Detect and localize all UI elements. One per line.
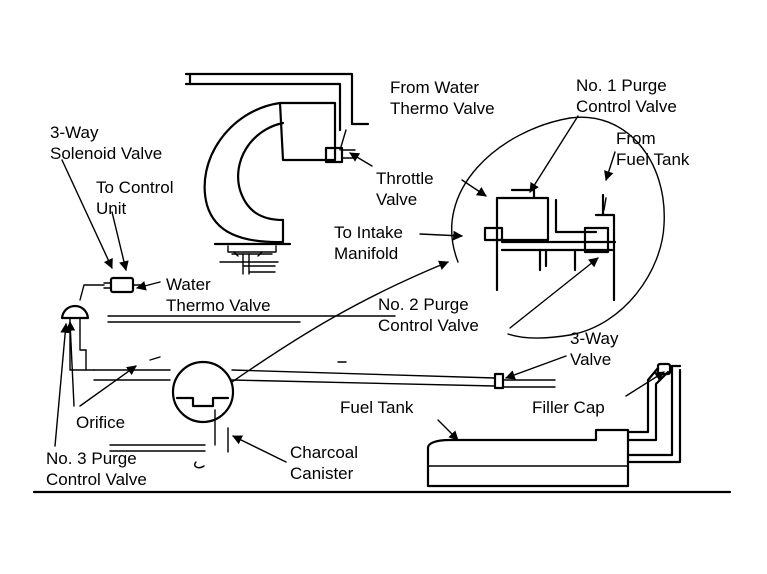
label-line: No. 2 Purge	[378, 295, 469, 314]
label-line: No. 3 Purge	[46, 449, 137, 468]
label-line: Solenoid Valve	[50, 144, 163, 163]
arrow-orifice-a	[65, 321, 76, 407]
label-no2-purge-control-valve: No. 2 Purge Control Valve	[378, 294, 479, 336]
label-line: Fuel Tank	[616, 150, 690, 169]
purge-valve-cluster	[451, 116, 665, 339]
label-line: Valve	[376, 190, 418, 209]
solenoid-valve	[79, 276, 141, 301]
label-line: Thermo Valve	[166, 296, 271, 315]
label-filler-cap: Filler Cap	[532, 397, 605, 418]
charcoal-canister	[171, 360, 235, 424]
label-line: Throttle	[376, 169, 434, 188]
arrow-no1-purge	[529, 115, 579, 193]
label-line: To Intake	[334, 223, 403, 242]
label-line: Valve	[570, 350, 612, 369]
no3-purge-control-valve	[60, 304, 95, 371]
purge-hose	[231, 260, 449, 383]
arrow-from-water-thermo	[461, 179, 487, 197]
label-line: From Water	[390, 78, 480, 97]
arrow-water-thermo-valve	[136, 281, 161, 291]
label-line: Control Valve	[576, 97, 677, 116]
label-to-intake-manifold: To Intake Manifold	[334, 222, 403, 264]
label-charcoal-canister: Charcoal Canister	[290, 442, 358, 484]
arrow-from-fuel-tank	[604, 151, 616, 181]
arrow-three-way-valve	[505, 355, 567, 380]
label-line: No. 1 Purge	[576, 76, 667, 95]
label-from-water-thermo-valve: From Water Thermo Valve	[390, 77, 495, 119]
arrow-throttle-valve	[349, 152, 373, 167]
arrow-solenoid-valve	[61, 159, 113, 269]
label-line: To Control	[96, 178, 174, 197]
label-throttle-valve: Throttle Valve	[376, 168, 434, 210]
label-solenoid-valve: 3-Way Solenoid Valve	[50, 122, 162, 164]
label-line: Manifold	[334, 244, 399, 263]
label-line: Canister	[290, 464, 354, 483]
label-line: Thermo Valve	[390, 99, 495, 118]
label-line: Filler Cap	[532, 398, 605, 417]
label-line: Unit	[96, 199, 127, 218]
hose-lines	[93, 315, 556, 469]
label-line: Orifice	[76, 413, 126, 432]
label-water-thermo-valve: Water Thermo Valve	[166, 274, 271, 316]
arrow-to-control-unit	[111, 211, 129, 271]
label-line: Charcoal	[290, 443, 359, 462]
arrow-filler-cap	[625, 371, 665, 397]
arrow-charcoal-canister	[232, 435, 287, 463]
arrow-fuel-tank	[437, 419, 459, 441]
label-line: Control Valve	[378, 316, 479, 335]
label-from-fuel-tank: From Fuel Tank	[616, 128, 689, 170]
label-three-way-valve: 3-Way Valve	[570, 328, 619, 370]
label-line: 3-Way	[570, 329, 619, 348]
label-line: 3-Way	[50, 123, 99, 142]
label-fuel-tank: Fuel Tank	[340, 397, 413, 418]
arrow-no2-purge	[509, 257, 599, 329]
label-line: Control Valve	[46, 470, 147, 489]
arrow-orifice-b	[79, 365, 137, 407]
three-way-valve	[493, 372, 505, 390]
label-no1-purge-control-valve: No. 1 Purge Control Valve	[576, 75, 677, 117]
label-line: From	[616, 129, 656, 148]
fuel-tank	[426, 362, 682, 488]
label-line: Fuel Tank	[340, 398, 414, 417]
label-to-control-unit: To Control Unit	[96, 177, 173, 219]
arrow-to-intake-manifold	[419, 230, 463, 241]
throttle-body	[184, 72, 370, 275]
callout-arrows	[54, 115, 665, 463]
label-orifice: Orifice	[76, 412, 125, 433]
label-line: Water	[166, 275, 211, 294]
label-no3-purge-control-valve: No. 3 Purge Control Valve	[46, 448, 147, 490]
arrow-no3-purge	[54, 323, 71, 447]
